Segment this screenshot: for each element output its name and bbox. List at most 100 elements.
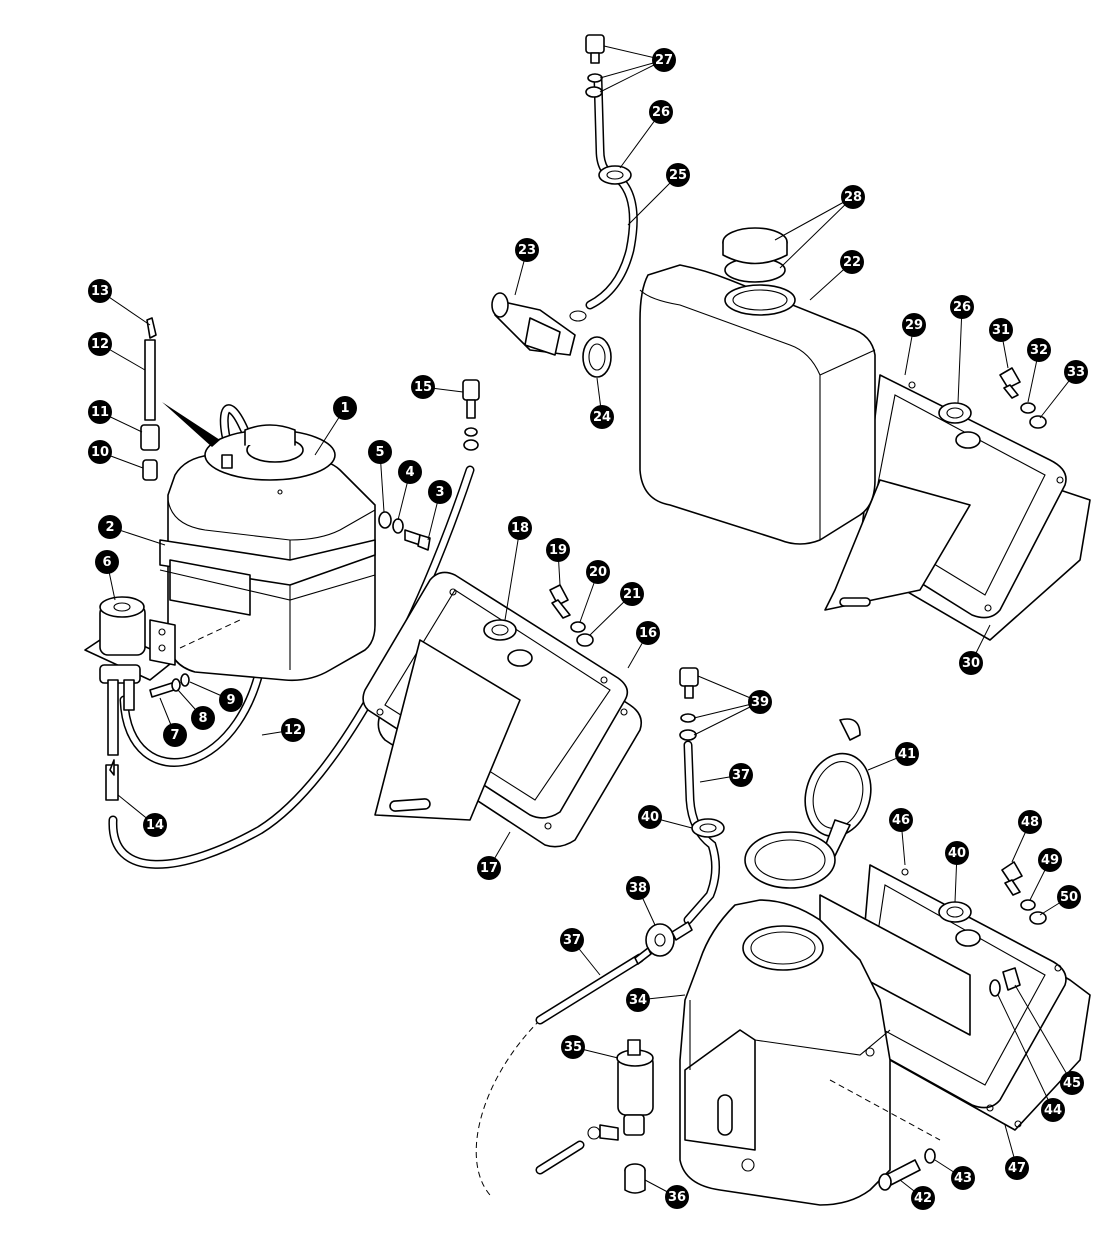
callout-badge: [88, 332, 112, 356]
callout-number: 25: [669, 168, 687, 183]
callout-29: 29: [902, 313, 926, 337]
callout-badge: [1060, 1071, 1084, 1095]
callout-21: 21: [620, 582, 644, 606]
callout-26: 26: [950, 295, 974, 319]
callout-badge: [281, 718, 305, 742]
callout-5: 5: [368, 440, 392, 464]
leader-line-44: [997, 994, 1054, 1111]
callout-9: 9: [219, 688, 243, 712]
callout-19: 19: [546, 538, 570, 562]
callout-32: 32: [1027, 338, 1051, 362]
callout-number: 43: [954, 1171, 972, 1186]
callout-badge: [143, 813, 167, 837]
callout-number: 8: [198, 711, 207, 726]
callout-number: 23: [518, 243, 536, 258]
bolt-42-43: [878, 1148, 936, 1191]
callout-badge: [590, 405, 614, 429]
callout-badge: [666, 163, 690, 187]
callout-40: 40: [945, 841, 969, 865]
bracket-29-30: [824, 374, 1091, 641]
callout-badge: [841, 185, 865, 209]
callout-50: 50: [1057, 885, 1081, 909]
callout-38: 38: [626, 876, 650, 900]
leader-line-26: [957, 306, 963, 404]
callout-number: 28: [844, 190, 862, 205]
callout-badge: [1064, 360, 1088, 384]
callout-badge: [665, 1185, 689, 1209]
callout-6: 6: [95, 550, 119, 574]
callout-12: 12: [88, 332, 112, 356]
callout-number: 39: [751, 695, 769, 710]
callout-number: 21: [623, 587, 641, 602]
callout-number: 18: [511, 521, 529, 536]
callout-badge: [95, 550, 119, 574]
callout-number: 30: [962, 656, 980, 671]
callout-badge: [88, 440, 112, 464]
callout-47: 47: [1005, 1156, 1029, 1180]
callout-badge: [729, 763, 753, 787]
screw-and-washers-7-9: [149, 673, 190, 698]
callout-number: 1: [340, 401, 349, 416]
callout-number: 36: [668, 1190, 686, 1205]
callout-number: 5: [375, 445, 384, 460]
callout-42: 42: [911, 1186, 935, 1210]
callout-12: 12: [281, 718, 305, 742]
callout-badge: [477, 856, 501, 880]
callout-number: 46: [892, 813, 910, 828]
callout-37: 37: [560, 928, 584, 952]
callout-30: 30: [959, 651, 983, 675]
callout-number: 31: [992, 323, 1010, 338]
callout-number: 12: [284, 723, 302, 738]
callout-number: 50: [1060, 890, 1078, 905]
callout-number: 49: [1041, 853, 1059, 868]
callout-badge: [638, 805, 662, 829]
callout-badge: [652, 48, 676, 72]
callout-number: 17: [480, 861, 498, 876]
callout-number: 19: [549, 543, 567, 558]
callout-46: 46: [889, 808, 913, 832]
callout-35: 35: [561, 1035, 585, 1059]
callout-45: 45: [1060, 1071, 1084, 1095]
callout-badge: [586, 560, 610, 584]
callout-badge: [950, 295, 974, 319]
callout-badge: [398, 460, 422, 484]
callout-number: 13: [91, 284, 109, 299]
jet-27: [585, 34, 605, 98]
callout-number: 41: [898, 747, 916, 762]
callout-number: 34: [629, 993, 647, 1008]
callout-4: 4: [398, 460, 422, 484]
callout-number: 40: [641, 810, 659, 825]
callout-49: 49: [1038, 848, 1062, 872]
callout-number: 9: [226, 693, 235, 708]
callout-39: 39: [748, 690, 772, 714]
callout-41: 41: [895, 742, 919, 766]
callout-13: 13: [88, 279, 112, 303]
callout-26: 26: [649, 100, 673, 124]
callout-number: 38: [629, 881, 647, 896]
callout-15: 15: [411, 375, 435, 399]
callout-number: 22: [843, 255, 861, 270]
callout-22: 22: [840, 250, 864, 274]
callout-17: 17: [477, 856, 501, 880]
tank-34: [679, 899, 891, 1206]
callout-number: 7: [170, 728, 179, 743]
callout-badge: [989, 318, 1013, 342]
callout-badge: [889, 808, 913, 832]
callout-48: 48: [1018, 810, 1042, 834]
callout-badge: [636, 621, 660, 645]
callout-badge: [1027, 338, 1051, 362]
callout-badge: [411, 375, 435, 399]
callout-number: 29: [905, 318, 923, 333]
callout-44: 44: [1041, 1098, 1065, 1122]
callout-number: 35: [564, 1040, 582, 1055]
callout-badge: [626, 876, 650, 900]
callout-number: 4: [405, 465, 414, 480]
callout-34: 34: [626, 988, 650, 1012]
callout-badge: [959, 651, 983, 675]
reservoir-1: [159, 424, 376, 682]
top-right-assembly: [491, 34, 1091, 641]
callout-badge: [219, 688, 243, 712]
grommet-36: [624, 1163, 646, 1194]
bolt-31-33: [999, 367, 1047, 429]
